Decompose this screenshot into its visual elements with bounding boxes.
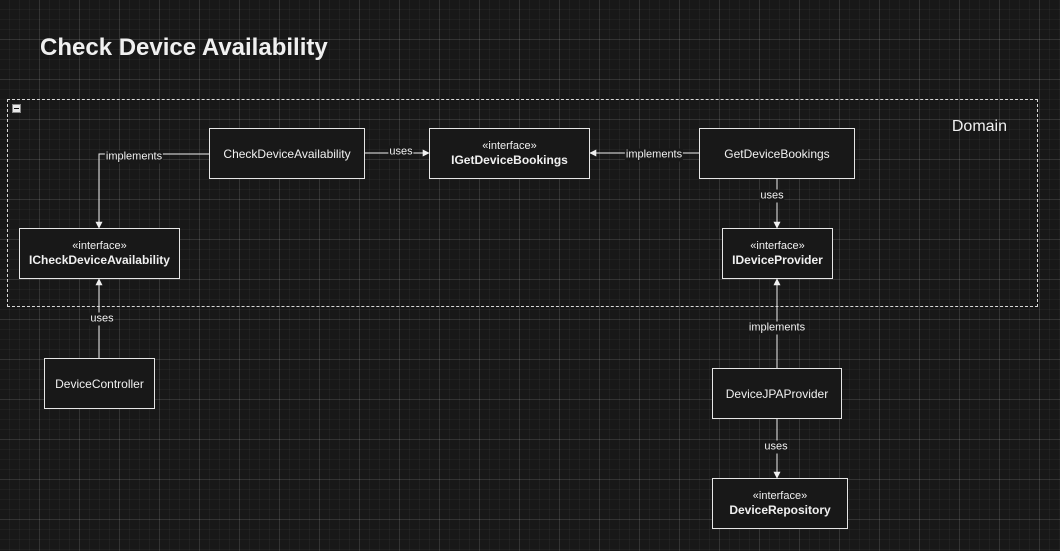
domain-group-label: Domain: [951, 118, 1007, 135]
class-check-device-availability[interactable]: CheckDeviceAvailability: [209, 128, 365, 179]
interface-stereotype: «interface»: [750, 239, 805, 252]
interface-label: ICheckDeviceAvailability: [29, 252, 170, 267]
edge-label-uses: uses: [388, 145, 414, 159]
interface-label: IGetDeviceBookings: [451, 152, 568, 167]
class-label: DeviceController: [55, 376, 144, 391]
class-label: CheckDeviceAvailability: [223, 146, 351, 161]
class-get-device-bookings[interactable]: GetDeviceBookings: [699, 128, 855, 179]
interface-stereotype: «interface»: [72, 239, 127, 252]
class-device-jpa-provider[interactable]: DeviceJPAProvider: [712, 368, 842, 419]
edge-implements-check-to-icheck[interactable]: [95, 153, 209, 229]
interface-label: DeviceRepository: [729, 502, 831, 517]
interface-label: IDeviceProvider: [732, 252, 823, 267]
edge-label-uses: uses: [763, 440, 789, 454]
class-label: DeviceJPAProvider: [725, 386, 829, 401]
class-label: GetDeviceBookings: [724, 146, 830, 161]
diagram-title: Check Device Availability: [40, 34, 328, 61]
edge-label-implements: implements: [104, 150, 164, 164]
interface-i-check-device-availability[interactable]: «interface» ICheckDeviceAvailability: [19, 228, 180, 279]
collapse-icon[interactable]: [12, 104, 21, 113]
edge-label-implements: implements: [624, 148, 684, 162]
domain-group[interactable]: Domain: [7, 99, 1038, 307]
interface-stereotype: «interface»: [482, 139, 537, 152]
edge-label-uses: uses: [89, 312, 115, 326]
class-device-controller[interactable]: DeviceController: [44, 358, 155, 409]
interface-i-device-provider[interactable]: «interface» IDeviceProvider: [722, 228, 833, 279]
interface-i-get-device-bookings[interactable]: «interface» IGetDeviceBookings: [429, 128, 590, 179]
interface-device-repository[interactable]: «interface» DeviceRepository: [712, 478, 848, 529]
edge-label-implements: implements: [747, 321, 807, 335]
interface-stereotype: «interface»: [752, 489, 808, 502]
edge-label-uses: uses: [759, 189, 785, 203]
